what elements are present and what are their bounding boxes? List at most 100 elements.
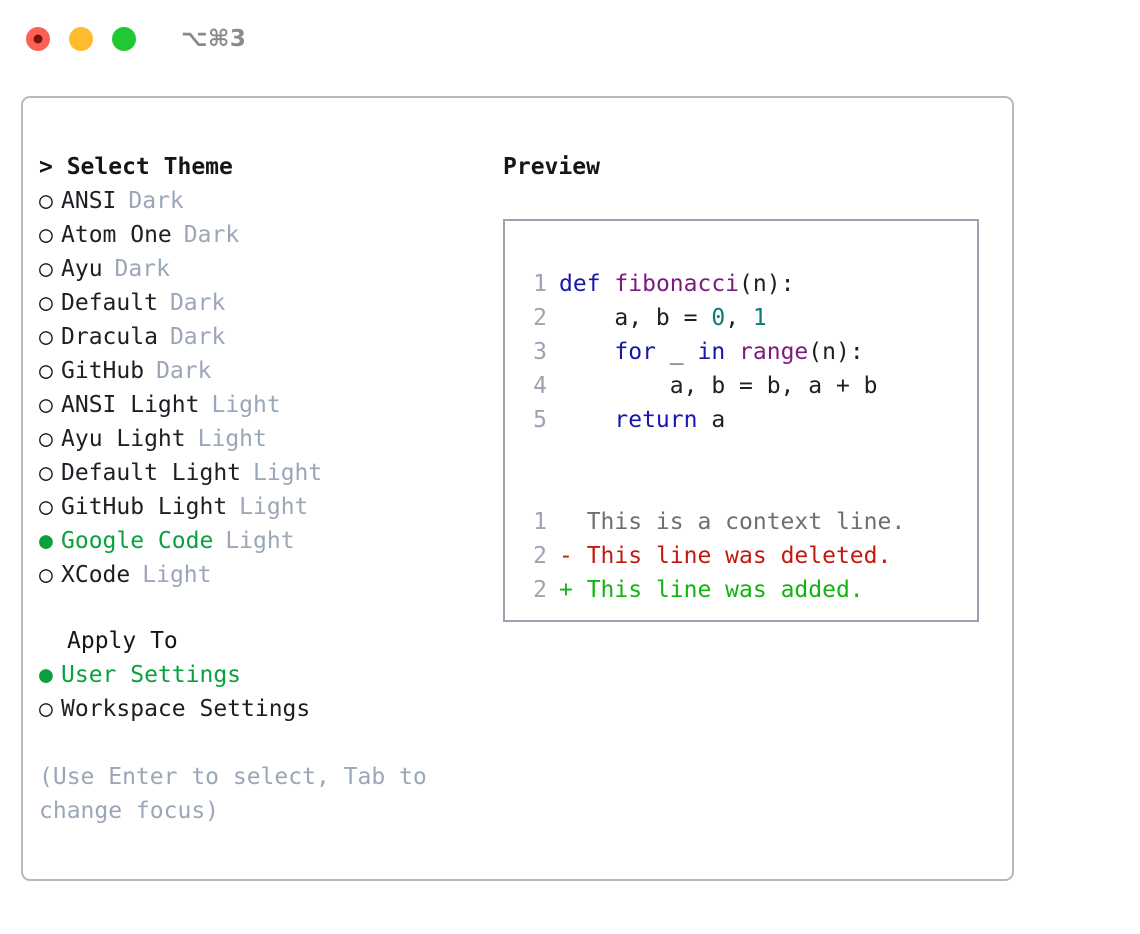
apply-to-label: Workspace Settings bbox=[61, 696, 311, 722]
theme-variant-tag: Dark bbox=[156, 358, 212, 384]
theme-label: ANSI bbox=[61, 188, 117, 214]
diff-content: This is a context line. bbox=[559, 509, 906, 535]
apply-to-header: Apply To bbox=[67, 628, 178, 654]
theme-variant-tag: Light bbox=[225, 528, 295, 554]
theme-variant-tag: Dark bbox=[169, 290, 226, 316]
radio-icon: ○ bbox=[39, 222, 53, 248]
diff-line-context: 1 This is a context line. bbox=[523, 505, 977, 539]
spacer bbox=[523, 437, 977, 471]
line-number: 3 bbox=[533, 339, 547, 365]
diff-marker: - bbox=[559, 543, 573, 569]
apply-to-label: User Settings bbox=[61, 662, 242, 688]
line-number: 2 bbox=[533, 577, 547, 603]
theme-label: XCode bbox=[61, 562, 131, 588]
theme-option[interactable]: ○ Default Light Light bbox=[39, 456, 489, 490]
code-line: 2 a, b = 0, 1 bbox=[523, 301, 977, 335]
radio-icon: ○ bbox=[39, 290, 53, 316]
minimize-button[interactable] bbox=[69, 27, 93, 51]
theme-label: GitHub bbox=[61, 358, 145, 384]
theme-option[interactable]: ○ GitHub Dark bbox=[39, 354, 489, 388]
code-content: return a bbox=[614, 407, 726, 433]
theme-label: Dracula bbox=[61, 324, 158, 350]
theme-option[interactable]: ○ ANSI Light Light bbox=[39, 388, 489, 422]
theme-label: Ayu Light bbox=[61, 426, 186, 452]
theme-variant-tag: Dark bbox=[169, 324, 226, 350]
theme-variant-tag: Light bbox=[239, 494, 309, 520]
radio-icon: ○ bbox=[39, 494, 53, 520]
theme-picker-column: > Select Theme ○ ANSI Dark ○ Atom One Da… bbox=[39, 150, 489, 828]
apply-to-option-workspace-settings[interactable]: ○ Workspace Settings bbox=[39, 692, 489, 726]
theme-variant-tag: Dark bbox=[128, 188, 184, 214]
code-sample: 1 def fibonacci(n): 2 a, b = 0, 1 3 for … bbox=[523, 267, 977, 437]
spacer bbox=[39, 592, 489, 624]
diff-sample: 1 This is a context line. 2 - This line … bbox=[523, 505, 977, 607]
line-number: 2 bbox=[533, 543, 547, 569]
code-content: a, b = b, a + b bbox=[559, 373, 878, 399]
preview-column: Preview 1 def fibonacci(n): 2 a, b = 0, … bbox=[503, 150, 1003, 622]
theme-label: Atom One bbox=[61, 222, 172, 248]
theme-option[interactable]: ○ GitHub Light Light bbox=[39, 490, 489, 524]
theme-variant-tag: Light bbox=[253, 460, 323, 486]
code-line: 1 def fibonacci(n): bbox=[523, 267, 977, 301]
theme-list: ○ ANSI Dark ○ Atom One Dark ○ Ayu Dark bbox=[39, 184, 489, 592]
line-number: 5 bbox=[533, 407, 547, 433]
code-line: 4 a, b = b, a + b bbox=[523, 369, 977, 403]
line-number: 2 bbox=[533, 305, 547, 331]
spacer bbox=[523, 471, 977, 505]
title-bar: ⌥⌘3 bbox=[0, 0, 1140, 78]
theme-option[interactable]: ○ ANSI Dark bbox=[39, 184, 489, 218]
theme-label: GitHub Light bbox=[61, 494, 228, 520]
theme-label: Default Light bbox=[61, 460, 242, 486]
radio-icon: ○ bbox=[39, 256, 53, 282]
code-line: 3 for _ in range(n): bbox=[523, 335, 977, 369]
code-content: def fibonacci(n): bbox=[559, 271, 795, 297]
main-panel: > Select Theme ○ ANSI Dark ○ Atom One Da… bbox=[21, 96, 1014, 881]
page-title: > Select Theme bbox=[39, 154, 233, 180]
window-controls bbox=[26, 27, 136, 51]
theme-option-selected[interactable]: ● Google Code Light bbox=[39, 524, 489, 558]
close-button[interactable] bbox=[26, 27, 50, 51]
theme-option[interactable]: ○ Ayu Light Light bbox=[39, 422, 489, 456]
theme-variant-tag: Light bbox=[211, 392, 281, 418]
theme-label: ANSI Light bbox=[61, 392, 200, 418]
keyboard-hint-text: (Use Enter to select, Tab to change focu… bbox=[39, 764, 441, 824]
radio-icon: ○ bbox=[39, 188, 53, 214]
code-content: a, b = 0, 1 bbox=[559, 305, 767, 331]
theme-option[interactable]: ○ Default Dark bbox=[39, 286, 489, 320]
radio-icon-selected: ● bbox=[39, 662, 53, 688]
radio-icon: ○ bbox=[39, 358, 53, 384]
line-number: 1 bbox=[533, 509, 547, 535]
window-title: ⌥⌘3 bbox=[181, 26, 247, 52]
line-number: 4 bbox=[533, 373, 547, 399]
apply-to-option-user-settings[interactable]: ● User Settings bbox=[39, 658, 489, 692]
diff-line-added: 2 + This line was added. bbox=[523, 573, 977, 607]
preview-box: 1 def fibonacci(n): 2 a, b = 0, 1 3 for … bbox=[503, 219, 979, 622]
diff-marker: + bbox=[559, 577, 573, 603]
theme-label: Default bbox=[61, 290, 158, 316]
theme-variant-tag: Dark bbox=[114, 256, 170, 282]
theme-variant-tag: Light bbox=[197, 426, 267, 452]
theme-label: Ayu bbox=[61, 256, 103, 282]
maximize-button[interactable] bbox=[112, 27, 136, 51]
theme-option[interactable]: ○ Dracula Dark bbox=[39, 320, 489, 354]
theme-label: Google Code bbox=[61, 528, 214, 554]
radio-icon: ○ bbox=[39, 696, 53, 722]
code-line: 5 return a bbox=[523, 403, 977, 437]
theme-option[interactable]: ○ Atom One Dark bbox=[39, 218, 489, 252]
diff-line-deleted: 2 - This line was deleted. bbox=[523, 539, 977, 573]
radio-icon: ○ bbox=[39, 426, 53, 452]
diff-content: This line was deleted. bbox=[572, 543, 892, 569]
theme-option[interactable]: ○ Ayu Dark bbox=[39, 252, 489, 286]
code-content: for _ in range(n): bbox=[614, 339, 864, 365]
diff-content: This line was added. bbox=[572, 577, 864, 603]
preview-title: Preview bbox=[503, 154, 600, 180]
radio-icon: ○ bbox=[39, 324, 53, 350]
theme-variant-tag: Dark bbox=[183, 222, 240, 248]
line-number: 1 bbox=[533, 271, 547, 297]
theme-option[interactable]: ○ XCode Light bbox=[39, 558, 489, 592]
apply-to-list: ● User Settings ○ Workspace Settings bbox=[39, 658, 489, 726]
radio-icon-selected: ● bbox=[39, 528, 53, 554]
radio-icon: ○ bbox=[39, 460, 53, 486]
radio-icon: ○ bbox=[39, 392, 53, 418]
